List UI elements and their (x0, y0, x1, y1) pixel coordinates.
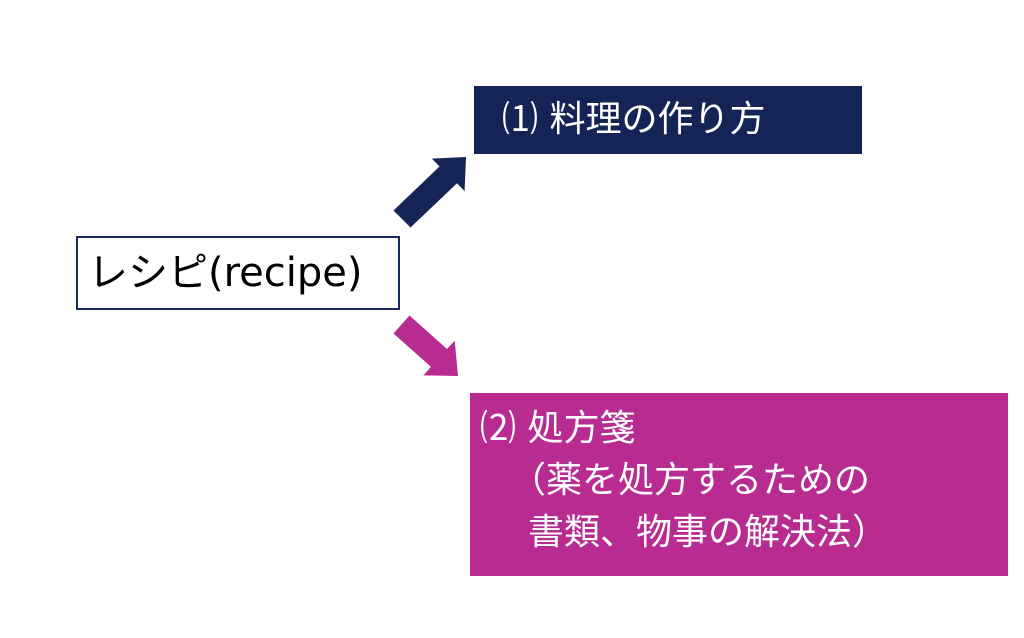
arrow-down-right (393, 315, 458, 376)
arrow-up-right (393, 157, 466, 228)
meaning-2-line-2: （薬を処方するための (510, 460, 871, 501)
meaning-2-line-1: ⑵ 処方箋 (480, 408, 636, 449)
source-term-box: レシピ(recipe) (76, 236, 400, 310)
source-term-label: レシピ(recipe) (88, 250, 363, 296)
meaning-2-line-3: 書類、物事の解決法） (528, 512, 889, 553)
meaning-1-label: ⑴ 料理の作り方 (502, 99, 766, 140)
meaning-2-box: ⑵ 処方箋 （薬を処方するための 書類、物事の解決法） (470, 393, 1008, 576)
meaning-1-box: ⑴ 料理の作り方 (474, 86, 862, 154)
